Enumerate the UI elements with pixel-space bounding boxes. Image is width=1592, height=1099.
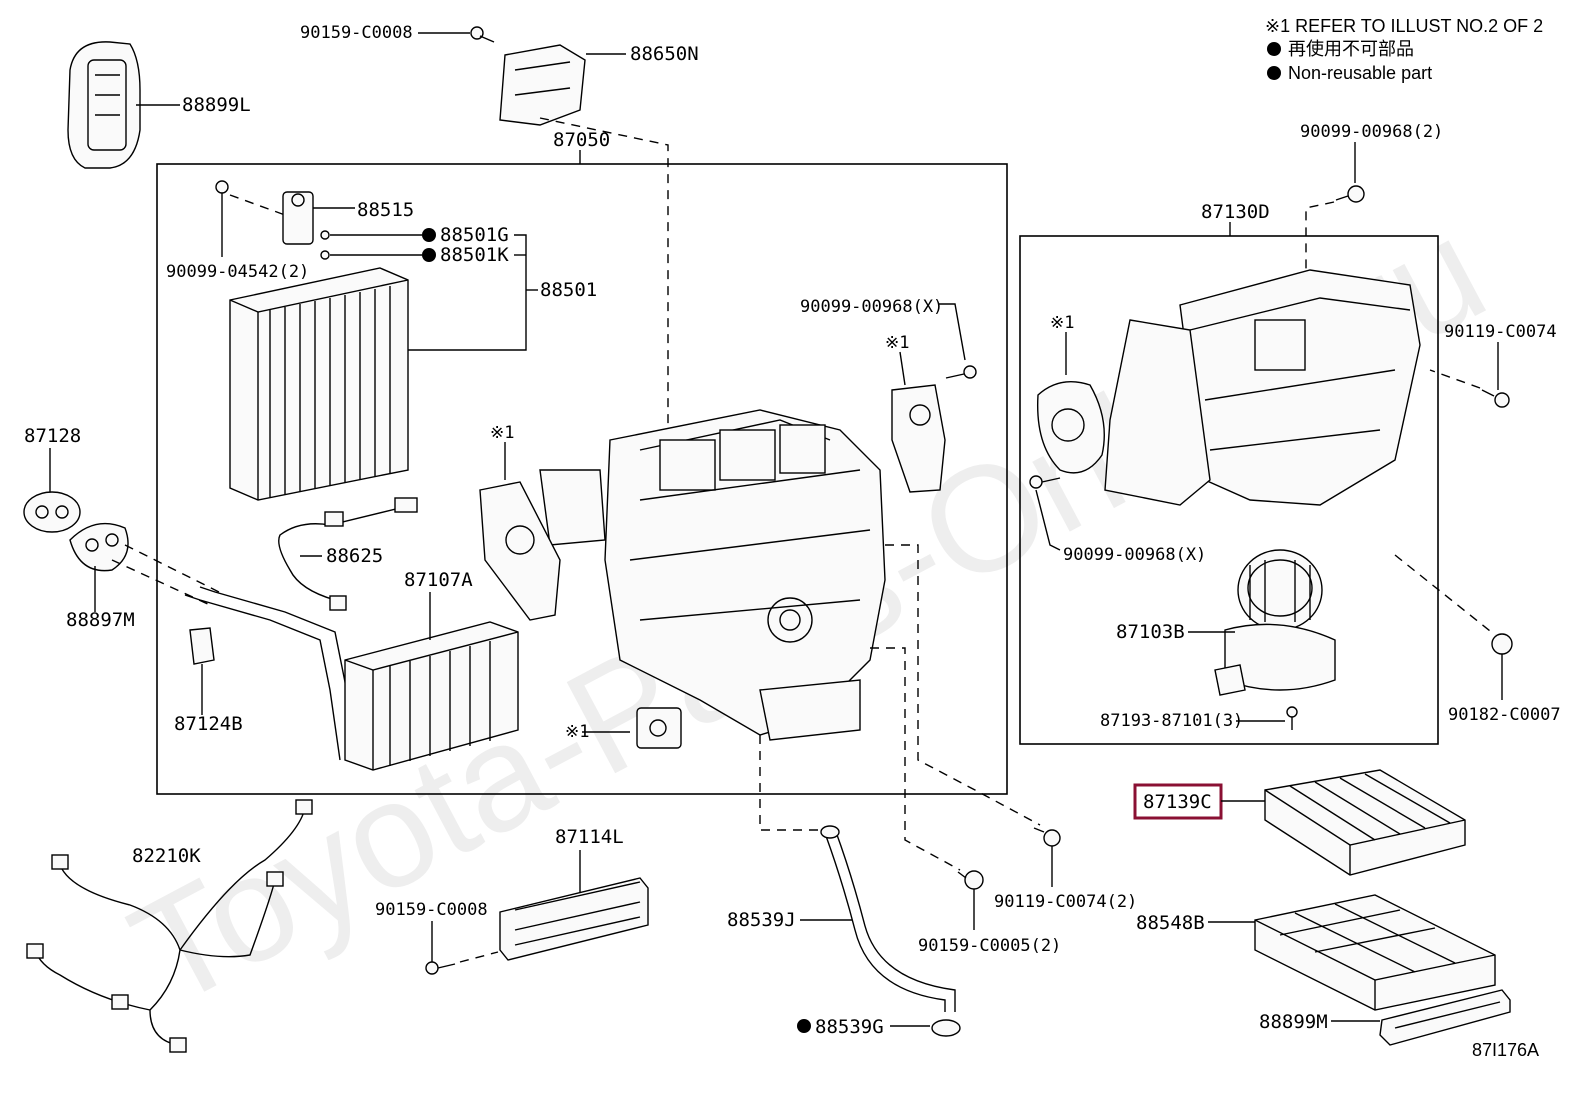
screw-icon bbox=[470, 26, 495, 43]
part-88899l-drawing bbox=[67, 41, 141, 169]
label-88897m[interactable]: 88897M bbox=[66, 609, 135, 631]
label-87130d[interactable]: 87130D bbox=[1201, 201, 1270, 223]
part-blower-case-drawing bbox=[1104, 269, 1421, 506]
part-88650n-drawing bbox=[499, 44, 586, 126]
part-88539j-drain-hose-drawing bbox=[820, 825, 956, 1012]
screw-icon bbox=[957, 870, 984, 890]
label-90099-00968-x-mid[interactable]: 90099-00968(X) bbox=[800, 297, 943, 317]
part-88897m-plate-drawing bbox=[69, 522, 129, 572]
part-87139c-cabin-filter-drawing bbox=[1264, 769, 1466, 876]
part-90182-c0007-clip-icon bbox=[1491, 633, 1513, 655]
bullet-icon bbox=[1267, 42, 1281, 56]
mark-ref-1: ※1 bbox=[885, 333, 909, 353]
screw-icon bbox=[1029, 475, 1061, 489]
part-88539g-grommet-icon bbox=[931, 1019, 961, 1037]
bullet-icon bbox=[422, 228, 436, 242]
label-88539j[interactable]: 88539J bbox=[727, 909, 796, 931]
label-90159-c0005[interactable]: 90159-C0005(2) bbox=[918, 936, 1061, 956]
part-82210k-harness-drawing bbox=[26, 799, 313, 1053]
label-87124b[interactable]: 87124B bbox=[174, 713, 243, 735]
mark-ref-1: ※1 bbox=[565, 722, 589, 742]
label-87193-87101[interactable]: 87193-87101(3) bbox=[1100, 711, 1243, 731]
label-88501g[interactable]: 88501G bbox=[440, 224, 509, 246]
label-87128[interactable]: 87128 bbox=[24, 425, 81, 447]
o-ring-icon bbox=[320, 230, 330, 240]
label-87114l[interactable]: 87114L bbox=[555, 826, 624, 848]
part-87128-grommet-drawing bbox=[23, 491, 81, 533]
screw-icon bbox=[425, 961, 456, 975]
label-88515[interactable]: 88515 bbox=[357, 199, 414, 221]
label-90119-c0074[interactable]: 90119-C0074 bbox=[1444, 322, 1557, 342]
part-87114l-ptc-heater-drawing bbox=[499, 877, 649, 961]
assembly-box-87050 bbox=[156, 163, 1008, 795]
screw-icon bbox=[1033, 827, 1061, 847]
screw-icon bbox=[1481, 389, 1510, 408]
screw-icon bbox=[1286, 706, 1298, 730]
note-non-reusable-jp: 再使用不可部品 bbox=[1288, 39, 1414, 59]
label-90119-c0074-2[interactable]: 90119-C0074(2) bbox=[994, 892, 1137, 912]
part-87124b-clamp-drawing bbox=[189, 627, 215, 665]
mark-ref-1: ※1 bbox=[1050, 313, 1074, 333]
part-87103b-blower-motor-drawing bbox=[1214, 549, 1336, 696]
mark-ref-1: ※1 bbox=[490, 423, 514, 443]
bullet-icon bbox=[422, 248, 436, 262]
part-damper-actuator-drawing bbox=[479, 481, 561, 621]
label-88650n[interactable]: 88650N bbox=[630, 43, 699, 65]
part-88548b-filter-case-drawing bbox=[1254, 894, 1496, 1011]
label-90159-c0008-bottom[interactable]: 90159-C0008 bbox=[375, 900, 488, 920]
label-88501[interactable]: 88501 bbox=[540, 279, 597, 301]
label-88899l[interactable]: 88899L bbox=[182, 94, 251, 116]
label-87107a[interactable]: 87107A bbox=[404, 569, 473, 591]
label-90099-00968-2[interactable]: 90099-00968(2) bbox=[1300, 122, 1443, 142]
label-90099-04542[interactable]: 90099-04542(2) bbox=[166, 262, 309, 282]
screw-icon bbox=[215, 180, 229, 257]
label-82210k[interactable]: 82210K bbox=[132, 845, 201, 867]
part-88515-drawing bbox=[282, 191, 314, 245]
label-90099-00968-x-right[interactable]: 90099-00968(X) bbox=[1063, 545, 1206, 565]
part-88501-evaporator-drawing bbox=[229, 267, 409, 501]
part-88625-sensor-drawing bbox=[278, 497, 418, 611]
note-refer: ※1 REFER TO ILLUST NO.2 OF 2 bbox=[1265, 16, 1543, 36]
label-88899m[interactable]: 88899M bbox=[1259, 1011, 1328, 1033]
part-air-mix-actuator-drawing bbox=[636, 707, 682, 749]
label-87139c[interactable]: 87139C bbox=[1143, 791, 1212, 813]
part-88899m-cover-drawing bbox=[1379, 989, 1511, 1046]
screw-icon bbox=[1335, 185, 1365, 203]
label-87103b[interactable]: 87103B bbox=[1116, 621, 1185, 643]
part-hvac-housing-drawing bbox=[539, 409, 886, 741]
label-88501k[interactable]: 88501K bbox=[440, 244, 509, 266]
illustration-id: 87I176A bbox=[1472, 1040, 1539, 1060]
bullet-icon bbox=[797, 1019, 811, 1033]
o-ring-icon bbox=[320, 250, 330, 260]
label-88548b[interactable]: 88548B bbox=[1136, 912, 1205, 934]
label-90182-c0007[interactable]: 90182-C0007 bbox=[1448, 705, 1561, 725]
bullet-icon bbox=[1267, 66, 1281, 80]
part-mode-actuator-drawing bbox=[891, 384, 946, 493]
notes-block: ※1 REFER TO ILLUST NO.2 OF 2 再使用不可部品 Non… bbox=[1265, 16, 1543, 83]
part-blower-actuator-drawing bbox=[1036, 381, 1105, 474]
label-88625[interactable]: 88625 bbox=[326, 545, 383, 567]
assembly-box-87130d bbox=[1019, 235, 1439, 745]
label-90159-c0008-top[interactable]: 90159-C0008 bbox=[300, 23, 413, 43]
note-non-reusable-en: Non-reusable part bbox=[1288, 63, 1432, 83]
label-88539g[interactable]: 88539G bbox=[815, 1016, 884, 1038]
part-87107a-heater-core-drawing bbox=[184, 586, 519, 771]
screw-icon bbox=[945, 365, 977, 379]
label-87050[interactable]: 87050 bbox=[553, 129, 610, 151]
